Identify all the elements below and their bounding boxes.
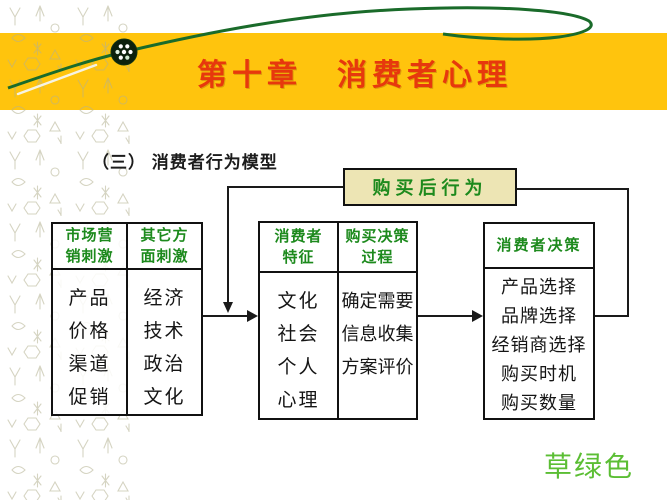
decision-process-column: 购买决策 过程 确定需要 信息收集 方案评价 [339,223,416,418]
list-item: 技术 [143,321,186,342]
marketing-stimuli-header: 市场营 销刺激 [53,224,126,270]
post-purchase-box: 购买后行为 [343,168,517,206]
other-stimuli-header: 其它方 面刺激 [128,224,201,270]
list-item: 方案评价 [341,357,414,377]
list-item: 经销商选择 [491,335,587,355]
buyer-box: 消费者 特征 文化 社会 个人 心理 购买决策 过程 确定需要 信息收集 方案评… [258,221,418,420]
list-item: 确定需要 [341,291,414,311]
marketing-stimuli-items: 产品 价格 渠道 促销 [53,270,126,414]
list-item: 促销 [68,387,111,408]
stimuli-box: 市场营 销刺激 产品 价格 渠道 促销 其它方 面刺激 经济 技术 政治 文化 [51,222,203,416]
buyer-traits-column: 消费者 特征 文化 社会 个人 心理 [260,223,339,418]
decision-process-header: 购买决策 过程 [339,223,416,273]
decision-box-header: 消费者决策 [485,224,593,269]
list-item: 社会 [277,324,320,345]
list-item: 购买数量 [501,393,577,413]
list-item: 信息收集 [341,324,414,344]
list-item: 产品 [68,288,111,309]
slide-title: 第十章 消费者心理 [197,58,512,92]
other-stimuli-items: 经济 技术 政治 文化 [128,270,201,414]
buyer-traits-header: 消费者 特征 [260,223,337,273]
list-item: 个人 [277,357,320,378]
buyer-traits-items: 文化 社会 个人 心理 [260,273,337,418]
decision-box: 消费者决策 产品选择 品牌选择 经销商选择 购买时机 购买数量 [483,222,595,420]
decision-process-items: 确定需要 信息收集 方案评价 [339,273,416,418]
post-purchase-label: 购买后行为 [372,178,488,198]
list-item: 品牌选择 [501,306,577,326]
arrowhead-right-icon [472,310,483,322]
marketing-stimuli-column: 市场营 销刺激 产品 价格 渠道 促销 [53,224,128,414]
arrowhead-right-icon [247,310,258,322]
list-item: 价格 [68,321,111,342]
list-item: 渠道 [68,354,111,375]
decision-box-items: 产品选择 品牌选择 经销商选择 购买时机 购买数量 [485,269,593,418]
arrowhead-down-icon [223,302,233,313]
section-heading: （三） 消费者行为模型 [92,153,278,172]
list-item: 心理 [277,390,320,411]
list-item: 经济 [143,288,186,309]
list-item: 产品选择 [501,277,577,297]
list-item: 文化 [143,387,186,408]
color-note-label: 草绿色 [544,451,635,482]
list-item: 政治 [143,354,186,375]
list-item: 购买时机 [501,364,577,384]
list-item: 文化 [277,291,320,312]
other-stimuli-column: 其它方 面刺激 经济 技术 政治 文化 [128,224,201,414]
